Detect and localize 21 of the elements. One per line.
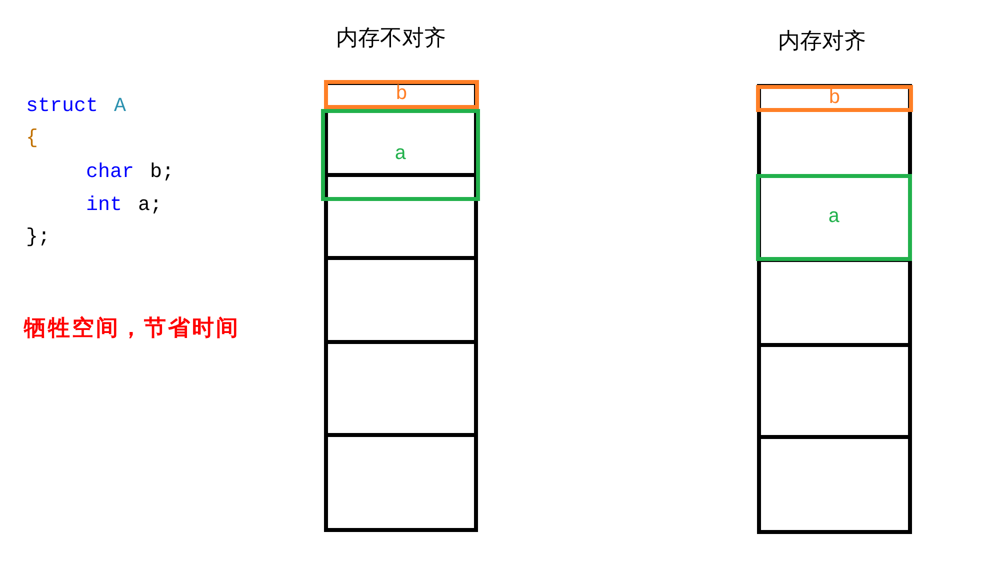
field-label: a xyxy=(394,145,406,165)
code-keyword: int xyxy=(86,196,122,216)
code-text: a; xyxy=(138,196,162,216)
note-text: 牺牲空间，节省时间 xyxy=(24,317,240,339)
code-keyword: char xyxy=(86,163,134,183)
column-title: 内存不对齐 xyxy=(336,28,446,50)
field-label: b xyxy=(828,88,840,108)
highlight-box xyxy=(324,80,479,109)
code-keyword: struct xyxy=(26,97,98,117)
highlight-box xyxy=(756,174,912,261)
code-text: }; xyxy=(26,228,50,248)
highlight-box xyxy=(756,85,913,112)
field-label: a xyxy=(828,208,840,228)
memory-column xyxy=(757,84,912,534)
code-identifier: A xyxy=(114,97,126,117)
column-title: 内存对齐 xyxy=(778,31,866,53)
code-brace: { xyxy=(26,129,38,149)
code-text: b; xyxy=(150,163,174,183)
memory-column xyxy=(324,81,478,532)
highlight-box xyxy=(321,109,480,201)
field-label: b xyxy=(395,84,408,104)
